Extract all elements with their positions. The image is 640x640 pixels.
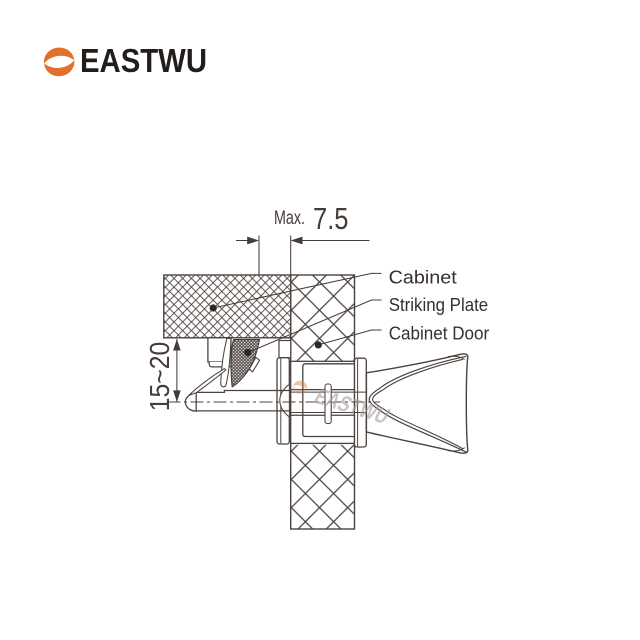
svg-text:Striking Plate: Striking Plate [389, 294, 489, 315]
svg-text:15~20: 15~20 [144, 342, 175, 412]
svg-text:Cabinet: Cabinet [389, 266, 458, 287]
svg-text:EASTWU: EASTWU [80, 43, 207, 80]
svg-text:7.5: 7.5 [313, 202, 349, 236]
svg-text:Max.: Max. [274, 207, 305, 229]
svg-text:Cabinet Door: Cabinet Door [389, 323, 490, 344]
